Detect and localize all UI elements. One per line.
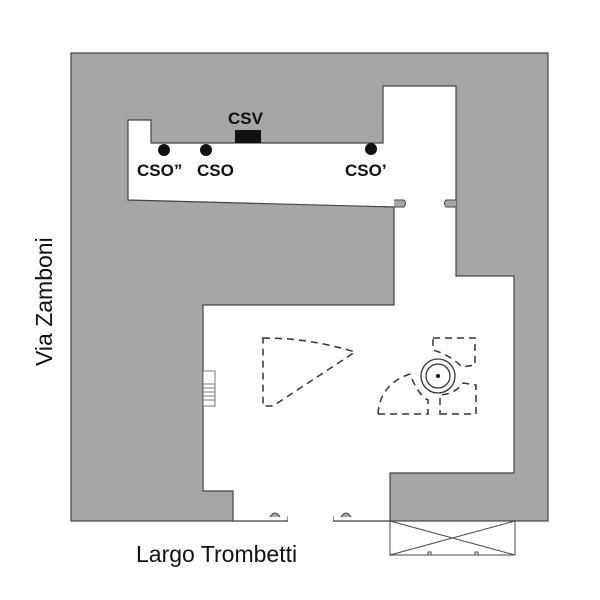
door-jamb: [340, 512, 352, 518]
street-label-via-zamboni: Via Zamboni: [31, 237, 57, 366]
stairs-icon: [202, 370, 216, 407]
column-icon: [420, 358, 456, 394]
csv-marker: [235, 130, 261, 143]
cso-prime-marker: [365, 143, 377, 155]
cso-double-marker: [158, 144, 170, 156]
dashed-area-1: [432, 337, 476, 368]
cso-prime-label: CSO’: [345, 161, 387, 180]
cso-double-label: CSO”: [137, 161, 182, 180]
door-jamb: [269, 512, 281, 518]
door-jamb: [394, 199, 406, 208]
door-jamb: [444, 199, 456, 208]
cso-label: CSO: [197, 161, 234, 180]
csv-label: CSV: [228, 109, 264, 128]
street-label-largo-trombetti: Largo Trombetti: [136, 541, 297, 567]
outside-structure: [389, 520, 516, 556]
entrance-gap: [288, 515, 333, 523]
dashed-area-triangle: [262, 337, 357, 407]
dashed-area-2: [377, 373, 429, 415]
cso-marker: [200, 144, 212, 156]
dashed-area-3: [439, 382, 477, 415]
